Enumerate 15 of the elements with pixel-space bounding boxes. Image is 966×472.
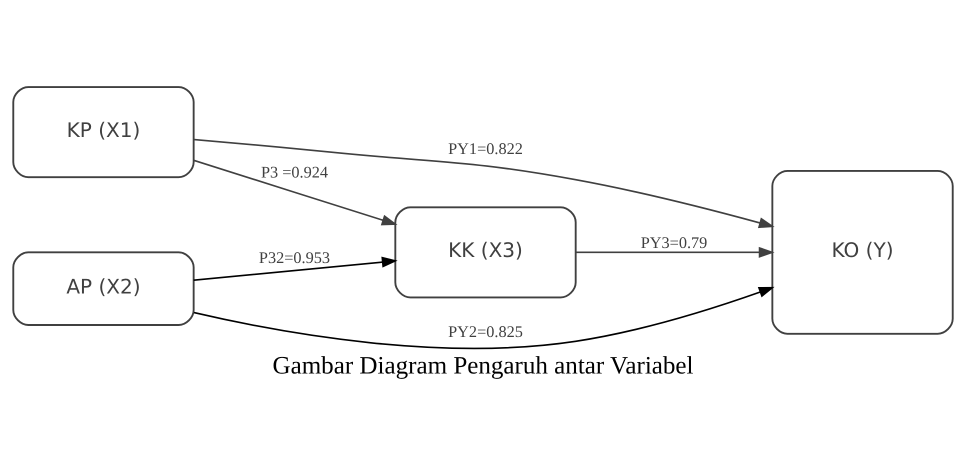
node-box: KK (X3) bbox=[394, 206, 577, 298]
arrow bbox=[576, 246, 775, 258]
arrow bbox=[194, 138, 775, 228]
node-box: KO (Y) bbox=[771, 170, 954, 334]
edge-label: PY1=0.822 bbox=[448, 138, 523, 158]
caption: Gambar Diagram Pengaruh antar Variabel bbox=[272, 352, 694, 379]
edge-label: P32=0.953 bbox=[258, 247, 330, 266]
node-box: AP (X2) bbox=[12, 250, 195, 326]
arrow bbox=[193, 159, 398, 225]
arrow bbox=[194, 256, 398, 280]
arrow bbox=[194, 286, 775, 349]
edge-label: PY2=0.825 bbox=[448, 321, 523, 340]
edge-label: P3 =0.924 bbox=[260, 162, 328, 182]
node-box: KP (X1) bbox=[12, 86, 195, 178]
edge-label: PY3=0.79 bbox=[640, 232, 708, 252]
